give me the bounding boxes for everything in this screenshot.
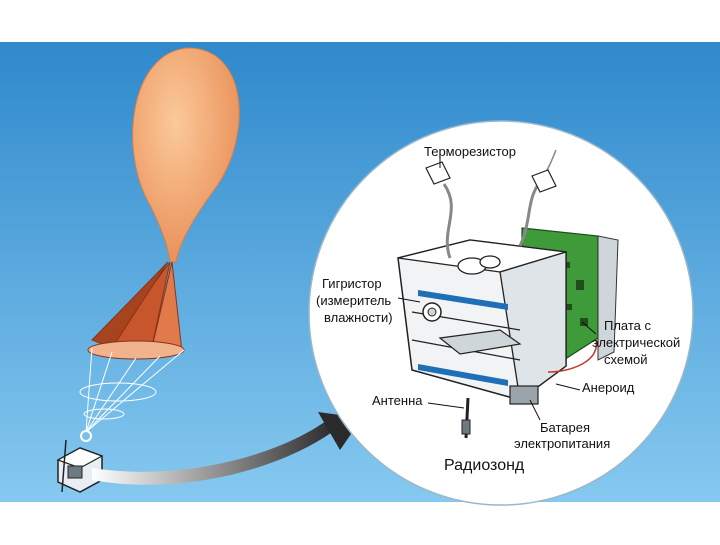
leader-lines <box>397 158 597 421</box>
label-board-line3: схемой <box>604 352 648 367</box>
label-hygristor-line3: влажности) <box>324 310 393 325</box>
label-board-line2: электрической <box>592 335 680 350</box>
label-board-line1: Плата с <box>604 318 652 333</box>
label-hygristor-line2: (измеритель <box>316 293 391 308</box>
diagram-title: Радиозонд <box>444 457 525 474</box>
label-battery-line1: Батарея <box>540 420 590 435</box>
label-thermistor: Терморезистор <box>424 144 516 159</box>
label-antenna: Антенна <box>372 393 423 408</box>
label-aneroid: Анероид <box>582 380 635 395</box>
suspension-lines <box>79 347 185 433</box>
label-hygristor-line1: Гигристор <box>322 276 382 291</box>
radiosonde-cutaway <box>397 149 619 439</box>
weather-balloon <box>132 47 240 263</box>
label-battery-line2: электропитания <box>514 436 610 451</box>
parachute <box>87 261 185 360</box>
